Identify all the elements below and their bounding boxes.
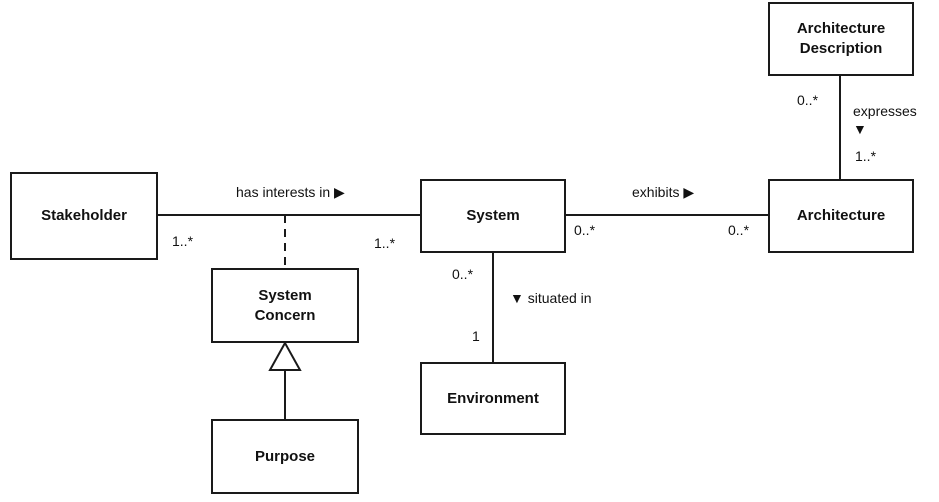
stakeholder-label: Stakeholder: [41, 207, 127, 224]
system-label: System: [466, 207, 520, 224]
generalization-triangle-icon: [268, 340, 302, 371]
purpose-box[interactable]: Purpose: [211, 419, 359, 494]
architecture-label: Architecture: [796, 207, 886, 224]
multiplicity-system-interest: 1..*: [374, 235, 396, 251]
has-interests-in-label: has interests in ▶: [236, 184, 345, 200]
purpose-label: Purpose: [254, 447, 315, 465]
multiplicity-environment: 1: [472, 328, 480, 344]
system-concern-box[interactable]: System Concern: [211, 268, 359, 343]
architecture-box[interactable]: Architecture: [768, 179, 914, 253]
system-concern-label: System Concern: [254, 286, 316, 324]
architecture-description-label: Architecture Description: [796, 20, 886, 57]
environment-box[interactable]: Environment: [420, 362, 566, 435]
stakeholder-box[interactable]: Stakeholder: [10, 172, 158, 260]
system-box[interactable]: System: [420, 179, 566, 253]
expresses-label: expresses: [853, 103, 917, 119]
multiplicity-system-exhibits: 0..*: [574, 222, 596, 238]
environment-label: Environment: [447, 389, 539, 407]
exhibits-label: exhibits ▶: [632, 184, 695, 200]
expresses-direction-arrow-icon: ▼: [853, 121, 867, 137]
multiplicity-architecture-description: 0..*: [797, 92, 819, 108]
multiplicity-architecture-expresses: 1..*: [855, 148, 877, 164]
architecture-description-box[interactable]: Architecture Description: [768, 2, 914, 76]
multiplicity-architecture-exhibits: 0..*: [728, 222, 750, 238]
situated-in-label: ▼ situated in: [510, 290, 592, 306]
multiplicity-system-situated: 0..*: [452, 266, 474, 282]
multiplicity-stakeholder: 1..*: [172, 233, 194, 249]
